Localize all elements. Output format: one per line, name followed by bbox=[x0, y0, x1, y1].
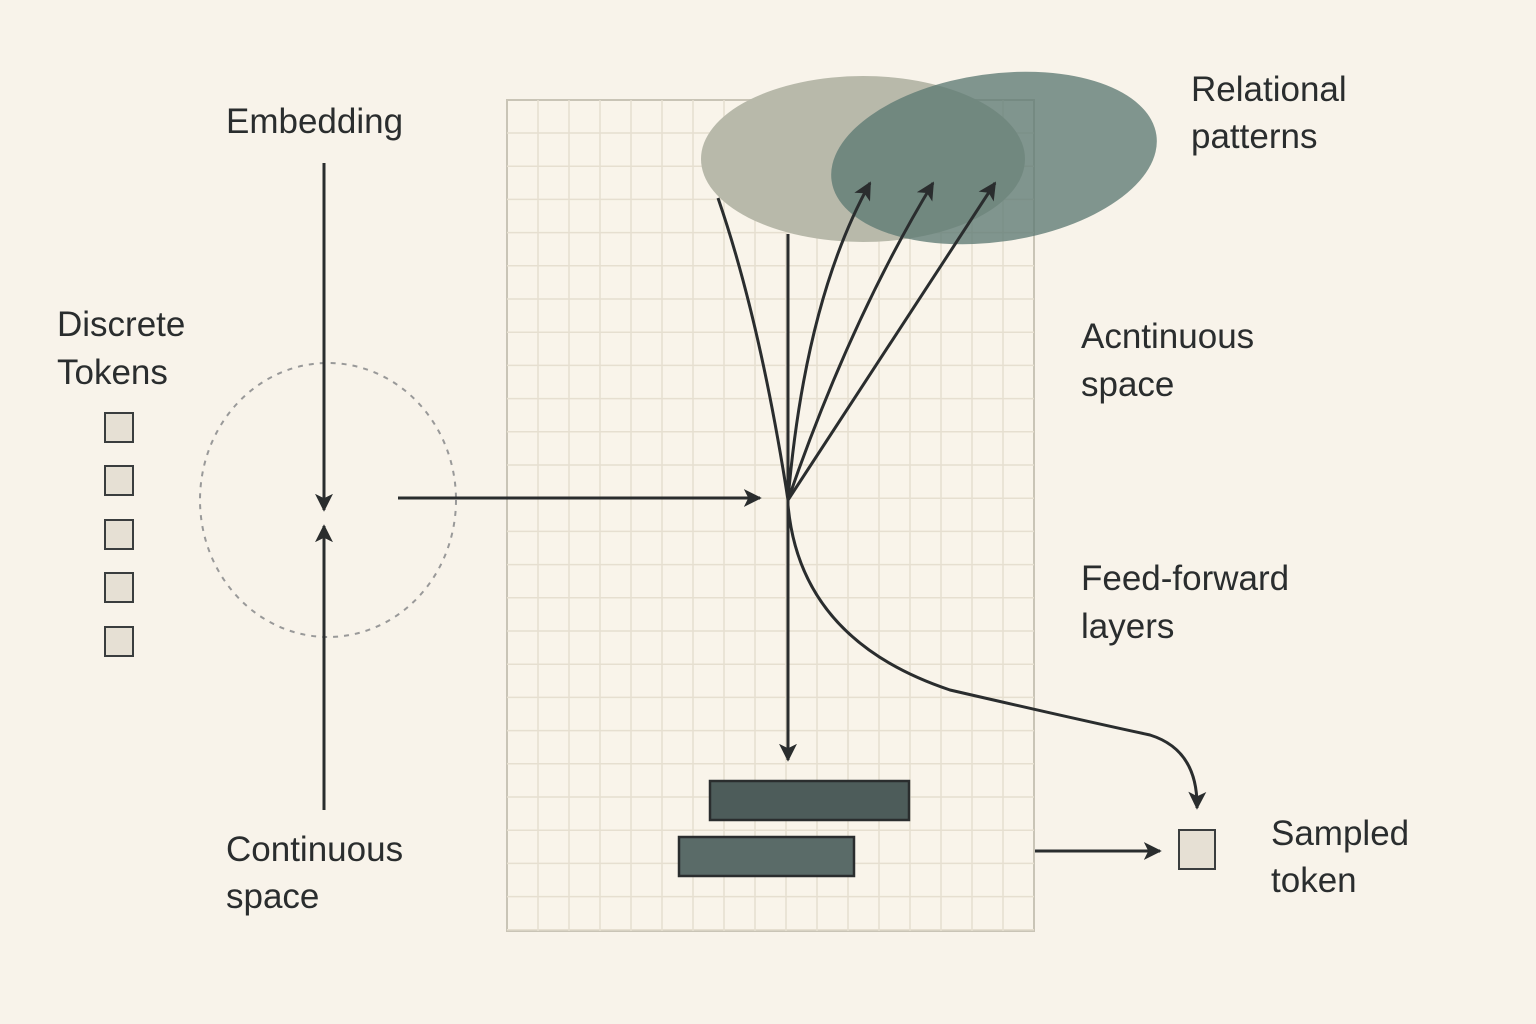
label-embedding: Embedding bbox=[226, 102, 404, 141]
fan-line-1 bbox=[716, 197, 790, 501]
feed-forward-bar-2 bbox=[677, 835, 856, 878]
embedding-dashed-circle bbox=[199, 362, 457, 638]
label-discrete: Discrete bbox=[57, 305, 186, 344]
discrete-token-2 bbox=[104, 465, 134, 496]
label-token: token bbox=[1271, 861, 1357, 900]
discrete-token-4 bbox=[104, 572, 134, 603]
label-sampled: Sampled bbox=[1271, 814, 1410, 853]
label-continuous-space: space bbox=[226, 877, 320, 916]
label-layers: layers bbox=[1081, 607, 1175, 646]
fan-arrow-1 bbox=[786, 181, 872, 501]
label-tokens: Tokens bbox=[57, 353, 168, 392]
feed-forward-bar-1 bbox=[708, 779, 911, 822]
label-patterns: patterns bbox=[1191, 117, 1318, 156]
curve-to-sampled-arrow bbox=[786, 504, 1207, 810]
sampled-token-box bbox=[1178, 829, 1216, 870]
discrete-token-5 bbox=[104, 626, 134, 657]
label-acntinuous-space: space bbox=[1081, 365, 1175, 404]
label-feed-forward: Feed-forward bbox=[1081, 559, 1290, 598]
discrete-token-1 bbox=[104, 412, 134, 443]
discrete-token-3 bbox=[104, 519, 134, 550]
fan-arrow-3 bbox=[786, 181, 997, 501]
label-continuous: Continuous bbox=[226, 830, 404, 869]
label-acntinuous: Acntinuous bbox=[1081, 317, 1255, 356]
relational-ellipse-dark bbox=[831, 71, 1157, 245]
fan-arrow-2 bbox=[786, 181, 935, 501]
label-relational: Relational bbox=[1191, 70, 1347, 109]
